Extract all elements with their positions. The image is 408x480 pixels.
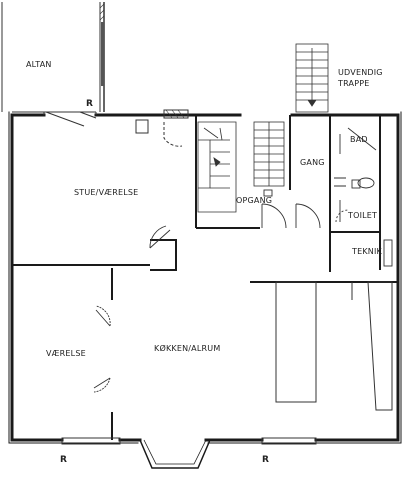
doors (93, 189, 321, 393)
interior-walls (12, 115, 398, 440)
label-udvendig: UDVENDIG (338, 68, 383, 77)
altan-balcony (1, 2, 105, 113)
label-trappe: TRAPPE (338, 79, 370, 88)
room-label-opgang: OPGANG (236, 196, 273, 205)
kitchen-counters (275, 281, 393, 411)
room-label-vaerelse: VÆRELSE (46, 349, 86, 358)
room-label-stue: STUE/VÆRELSE (74, 188, 139, 197)
opgang-stair-winder (197, 121, 237, 213)
bay-window (139, 439, 211, 469)
room-label-teknik: TEKNIK (352, 247, 382, 256)
room-label-altan: ALTAN (26, 60, 52, 69)
room-label-bad: BAD (350, 135, 368, 144)
gang-stair (253, 121, 285, 187)
radiator-marker-bottom-right: R (262, 455, 270, 465)
outer-walls (8, 111, 402, 444)
bathroom-fixtures (334, 127, 393, 267)
room-label-toilet: TOILET (348, 211, 378, 220)
room-label-gang: GANG (300, 158, 325, 167)
top-windows (135, 109, 189, 147)
radiator-marker-bottom-left: R (60, 455, 68, 465)
bottom-windows (61, 437, 317, 445)
radiator-marker-top: R (86, 99, 94, 109)
room-label-koekken: KØKKEN/ALRUM (154, 344, 221, 353)
balcony-door (43, 111, 97, 127)
exterior-stair (295, 43, 329, 113)
